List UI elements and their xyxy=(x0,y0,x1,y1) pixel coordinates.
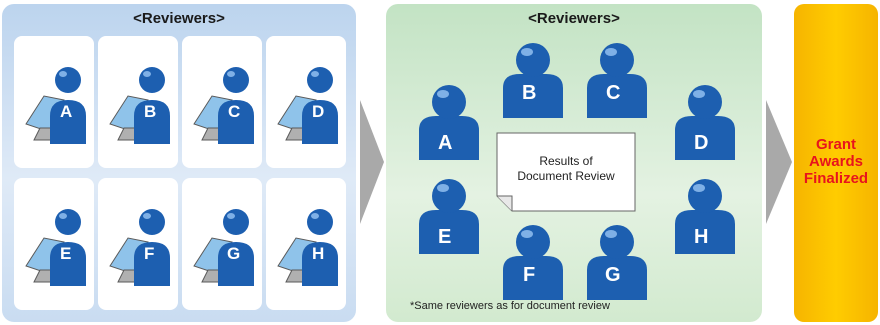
reviewer-card-e: E xyxy=(14,178,94,310)
reviewer-laptop-icon xyxy=(109,209,170,286)
reviewer-laptop-icon xyxy=(25,67,86,144)
reviewer-card-c: C xyxy=(182,36,262,168)
reviewer-letter: A xyxy=(60,102,73,121)
reviewer-person-b: B xyxy=(498,40,568,120)
reviewer-laptop-icon xyxy=(109,67,170,144)
person-icon xyxy=(587,43,647,118)
reviewer-laptop-icon xyxy=(277,67,338,144)
right-arrow-icon xyxy=(360,100,384,224)
reviewer-letter: E xyxy=(60,244,72,263)
person-icon xyxy=(587,225,647,300)
person-icon xyxy=(419,179,479,254)
reviewer-person-e: E xyxy=(414,176,484,256)
reviewer-person-h: H xyxy=(670,176,740,256)
reviewer-letter: A xyxy=(438,132,453,154)
reviewer-letter: C xyxy=(228,102,241,121)
reviewer-person-g: G xyxy=(582,222,652,302)
right-arrow-icon xyxy=(766,100,792,224)
reviewer-person-f: F xyxy=(498,222,568,302)
person-icon xyxy=(419,85,479,160)
reviewer-card-f: F xyxy=(98,178,178,310)
person-icon xyxy=(503,43,563,118)
reviewer-letter: D xyxy=(694,132,709,154)
reviewer-letter: F xyxy=(144,244,155,263)
person-icon xyxy=(675,179,735,254)
person-icon xyxy=(675,85,735,160)
reviewer-letter: H xyxy=(694,226,709,248)
panel-title: <Reviewers> xyxy=(528,10,620,27)
document-icon xyxy=(496,132,636,212)
panel-title: <Reviewers> xyxy=(133,10,225,27)
footnote: *Same reviewers as for document review xyxy=(410,300,610,312)
reviewer-letter: F xyxy=(523,264,536,286)
reviewer-card-a: A xyxy=(14,36,94,168)
reviewer-letter: B xyxy=(522,82,537,104)
reviewer-person-d: D xyxy=(670,82,740,162)
reviewer-letter: H xyxy=(312,244,325,263)
reviewer-card-h: H xyxy=(266,178,346,310)
reviewer-letter: G xyxy=(605,264,621,286)
reviewer-letter: B xyxy=(144,102,157,121)
grant-awards-finalized-box: Grant Awards Finalized xyxy=(794,4,878,322)
document-review-results: Results of Document Review xyxy=(496,132,636,212)
reviewer-letter: G xyxy=(227,244,241,263)
reviewer-laptop-icon xyxy=(25,209,86,286)
result-line3: Finalized xyxy=(803,170,869,187)
result-line1: Grant xyxy=(815,136,856,153)
document-label-line2: Document Review xyxy=(517,169,615,183)
reviewer-person-a: A xyxy=(414,82,484,162)
reviewer-laptop-icon xyxy=(193,209,254,286)
result-line2: Awards xyxy=(809,153,863,170)
reviewer-card-b: B xyxy=(98,36,178,168)
reviewer-person-c: C xyxy=(582,40,652,120)
reviewer-card-d: D xyxy=(266,36,346,168)
document-review-panel: <Reviewers> A B C xyxy=(2,4,356,322)
reviewer-letter: E xyxy=(438,226,452,248)
document-label-line1: Results of xyxy=(539,154,593,168)
reviewer-laptop-icon xyxy=(277,209,338,286)
reviewer-card-g: G xyxy=(182,178,262,310)
person-icon xyxy=(503,225,563,300)
panel-review-panel: <Reviewers> Results of Document Review A… xyxy=(386,4,762,322)
reviewer-letter: D xyxy=(312,102,325,121)
reviewer-laptop-icon xyxy=(193,67,254,144)
reviewer-letter: C xyxy=(606,82,621,104)
